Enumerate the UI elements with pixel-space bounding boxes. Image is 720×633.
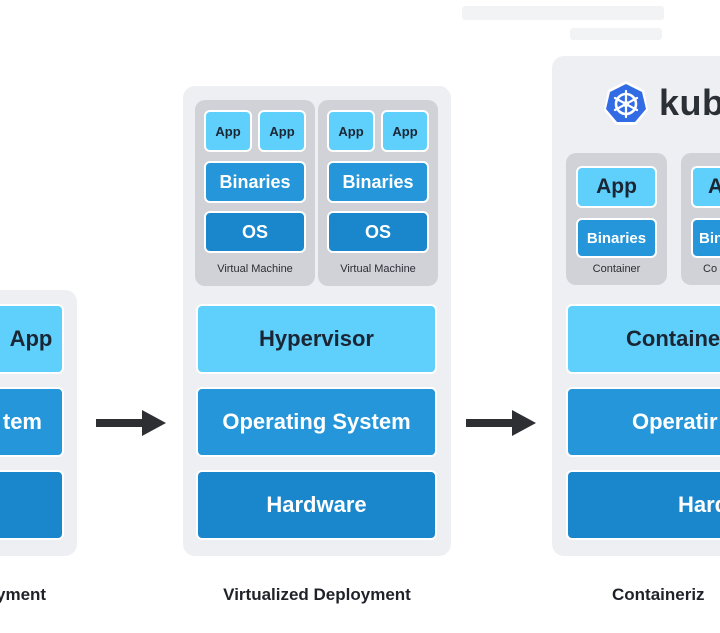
- hypervisor-block: Hypervisor: [196, 304, 437, 374]
- container2-app-block: A: [691, 166, 720, 208]
- arrow-right-icon: [466, 410, 536, 436]
- vm1-app-block: App: [204, 110, 252, 152]
- container1-label: Container: [592, 263, 641, 275]
- container1-app-block: App: [576, 166, 657, 208]
- container-hardware-block: Hard: [566, 470, 720, 540]
- faint-header-line: [570, 28, 662, 40]
- container-caption: Containeriz: [612, 585, 705, 604]
- vm2-binaries-block: Binaries: [327, 161, 429, 203]
- vm1-os-block: OS: [204, 211, 306, 253]
- vm2-app-block: App: [381, 110, 429, 152]
- traditional-caption: yment: [0, 585, 47, 604]
- vm2-app-block: App: [327, 110, 375, 152]
- arrow-right-icon: [96, 410, 166, 436]
- container-runtime-block: Containe: [566, 304, 720, 374]
- traditional-app-block: App: [0, 304, 64, 374]
- virtualized-caption: Virtualized Deployment: [223, 585, 411, 604]
- vm1-label: Virtual Machine: [217, 263, 293, 275]
- vm1-binaries-block: Binaries: [204, 161, 306, 203]
- vm2-os-block: OS: [327, 211, 429, 253]
- traditional-os-block: tem: [0, 387, 64, 457]
- vm2-label: Virtual Machine: [340, 263, 416, 275]
- container2-label: Co: [703, 263, 718, 275]
- traditional-hardware-block: [0, 470, 64, 540]
- container2-binaries-block: Bin: [691, 218, 720, 258]
- virtualized-os-block: Operating System: [196, 387, 437, 457]
- container-os-block: Operatir: [566, 387, 720, 457]
- container1-binaries-block: Binaries: [576, 218, 657, 258]
- kubernetes-brand-text: kub: [659, 82, 720, 123]
- vm1-app-block: App: [258, 110, 306, 152]
- virtualized-hardware-block: Hardware: [196, 470, 437, 540]
- faint-header-line: [462, 6, 664, 20]
- kubernetes-helm-wheel-icon: [604, 81, 648, 125]
